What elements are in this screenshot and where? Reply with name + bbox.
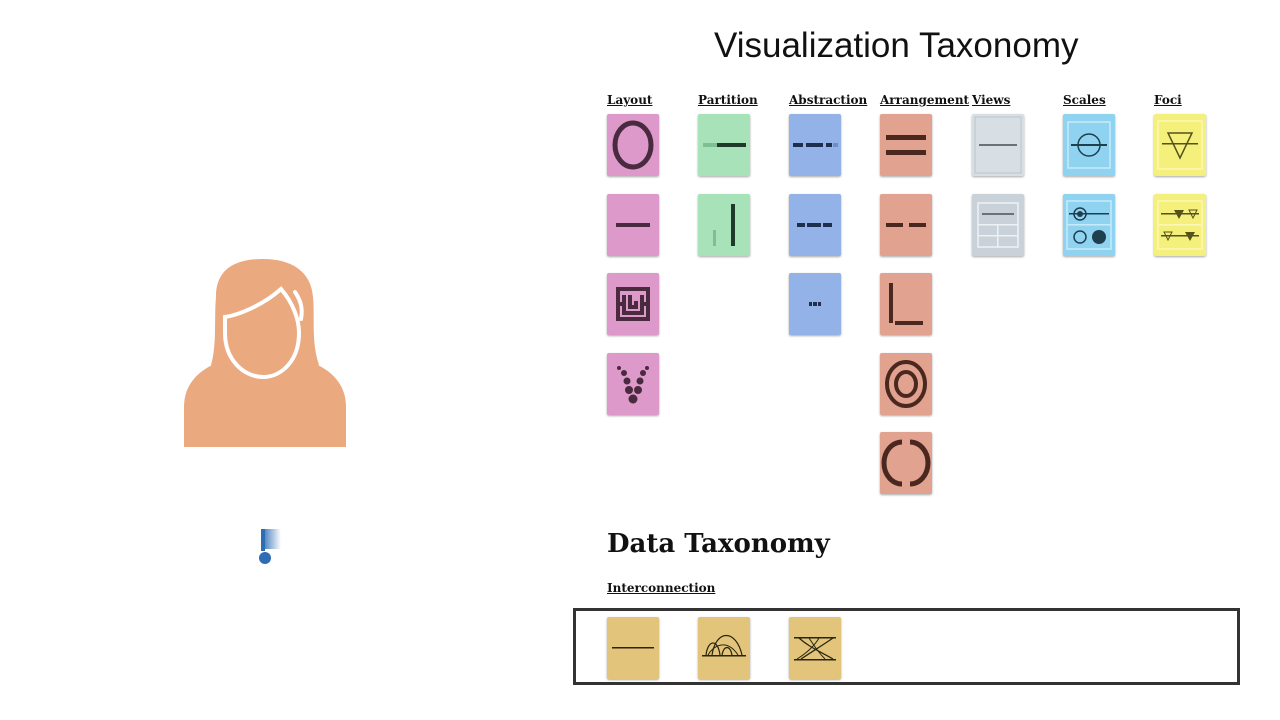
- interconnection-arcs-card[interactable]: [698, 617, 750, 679]
- plain-link-icon: [612, 647, 654, 649]
- layout-line-card[interactable]: [607, 194, 659, 256]
- arrangement-orthogonal-card[interactable]: [880, 273, 932, 335]
- multiple-views-icon: [977, 202, 1019, 248]
- split-circle-icon: [881, 439, 931, 487]
- dashed-short-line-icon: [797, 223, 832, 227]
- arc-links-icon: [702, 635, 746, 657]
- single-view-icon: [974, 116, 1022, 174]
- crossing-links-icon: [794, 637, 836, 661]
- multiple-scales-icon: [1066, 200, 1112, 250]
- arrangement-split-circle-card[interactable]: [880, 432, 932, 494]
- maze-layout-icon: [616, 287, 650, 321]
- foci-multiple-card[interactable]: [1154, 194, 1206, 256]
- interconnection-selection-frame: [573, 608, 1240, 685]
- layout-circle-card[interactable]: [607, 114, 659, 176]
- vertical-partition-icon: [713, 204, 735, 246]
- foci-single-card[interactable]: [1154, 114, 1206, 176]
- arrangement-stacked-card[interactable]: [880, 114, 932, 176]
- pin-icon: [257, 527, 285, 567]
- column-heading-layout: Layout: [607, 93, 653, 107]
- circle-layout-icon: [612, 120, 654, 170]
- column-heading-abstraction: Abstraction: [789, 93, 868, 107]
- layout-maze-card[interactable]: [607, 273, 659, 335]
- column-heading-partition: Partition: [698, 93, 758, 107]
- data-taxonomy-title: Data Taxonomy: [607, 529, 830, 559]
- line-layout-icon: [616, 223, 650, 227]
- presenter-avatar: [183, 257, 347, 447]
- partition-horizontal-card[interactable]: [698, 114, 750, 176]
- side-by-side-lines-icon: [886, 223, 926, 227]
- column-heading-foci: Foci: [1154, 93, 1182, 107]
- column-heading-scales: Scales: [1063, 93, 1106, 107]
- visualization-taxonomy-title: Visualization Taxonomy: [714, 26, 1079, 65]
- column-heading-views: Views: [972, 93, 1011, 107]
- scatter-layout-icon: [617, 366, 649, 404]
- arrangement-side-by-side-card[interactable]: [880, 194, 932, 256]
- views-single-card[interactable]: [972, 114, 1024, 176]
- multiple-foci-icon: [1157, 200, 1203, 250]
- layout-dots-card[interactable]: [607, 353, 659, 415]
- dashed-line-icon: [793, 143, 838, 147]
- interconnection-heading: Interconnection: [607, 581, 716, 595]
- interconnection-line-card[interactable]: [607, 617, 659, 679]
- views-multiple-card[interactable]: [972, 194, 1024, 256]
- scales-multiple-card[interactable]: [1063, 194, 1115, 256]
- partition-vertical-card[interactable]: [698, 194, 750, 256]
- single-scale-icon: [1067, 121, 1111, 169]
- single-focus-icon: [1157, 120, 1203, 170]
- horizontal-partition-icon: [703, 143, 746, 147]
- scales-single-card[interactable]: [1063, 114, 1115, 176]
- concentric-circles-icon: [885, 360, 927, 408]
- stacked-lines-icon: [886, 135, 926, 155]
- arrangement-concentric-card[interactable]: [880, 353, 932, 415]
- abstraction-dash-medium-card[interactable]: [789, 194, 841, 256]
- orthogonal-axes-icon: [889, 283, 923, 325]
- column-heading-arrangement: Arrangement: [880, 93, 970, 107]
- abstraction-dots-card[interactable]: [789, 273, 841, 335]
- interconnection-crossing-card[interactable]: [789, 617, 841, 679]
- dots-icon: [809, 302, 821, 306]
- user-avatar-icon: [184, 259, 346, 447]
- abstraction-dash-long-card[interactable]: [789, 114, 841, 176]
